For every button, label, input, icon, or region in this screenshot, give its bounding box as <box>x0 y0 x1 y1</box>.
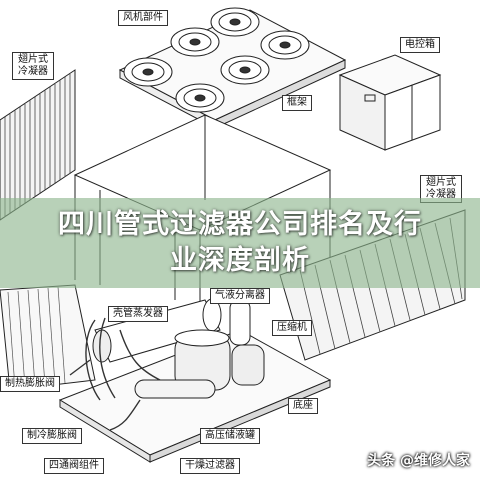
fan-3 <box>260 30 310 60</box>
fan-6 <box>175 83 225 113</box>
separator-body <box>229 299 251 346</box>
label-dry-filter: 干燥过滤器 <box>180 458 240 474</box>
fan-2 <box>170 27 220 57</box>
watermark: 头条 @维修人家 <box>367 453 470 469</box>
lower-left-panel <box>0 284 96 391</box>
label-compressor: 压缩机 <box>272 320 312 336</box>
fan-1 <box>210 7 260 37</box>
control-box <box>338 54 442 151</box>
banner-title-line-2: 业深度剖析 <box>170 245 310 276</box>
left-condenser-panel <box>0 69 76 221</box>
label-heating-expansion-valve: 制热膨胀阀 <box>0 376 60 392</box>
label-high-pressure-receiver: 高压储液罐 <box>200 428 260 444</box>
fan-5 <box>220 55 270 85</box>
receiver-body <box>134 379 216 399</box>
label-shell-tube-evaporator: 壳管蒸发器 <box>108 306 168 322</box>
banner-title-line-1: 四川管式过滤器公司排名及行 <box>58 209 422 240</box>
label-control-box: 电控箱 <box>400 37 440 53</box>
label-frame: 框架 <box>282 95 312 111</box>
label-gas-liquid-separator: 气液分离器 <box>210 288 270 304</box>
label-left-fin-condenser: 翅片式冷凝器 <box>12 52 54 80</box>
fans <box>123 7 310 113</box>
fan-4 <box>123 57 173 87</box>
title-banner: 四川管式过滤器公司排名及行 业深度剖析 <box>0 198 480 288</box>
compressor-body <box>174 329 265 391</box>
label-cooling-expansion-valve: 制冷膨胀阀 <box>22 428 82 444</box>
label-fan-assembly: 风机部件 <box>118 10 168 26</box>
label-four-way-valve: 四通阀组件 <box>44 458 104 474</box>
label-base: 底座 <box>288 398 318 414</box>
